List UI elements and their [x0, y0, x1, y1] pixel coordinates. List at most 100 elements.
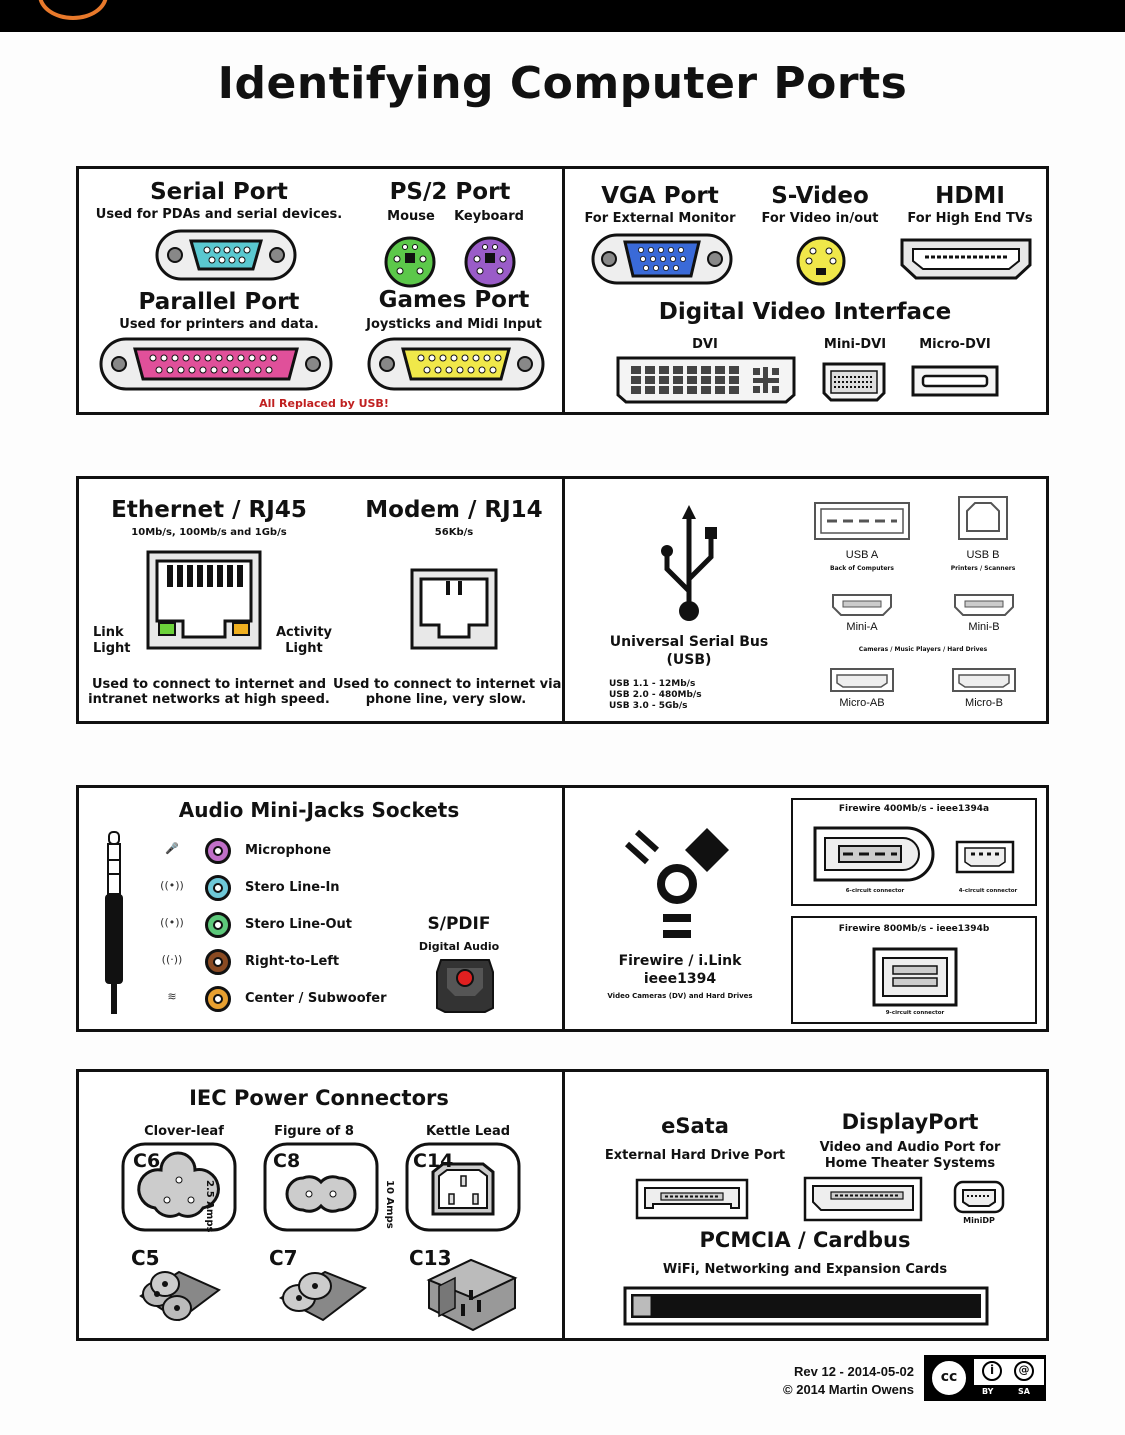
ethernet-desc: Used to connect to internet and intranet… — [88, 677, 330, 707]
video-ports-panel: VGA Port For External Monitor S-Video Fo… — [562, 166, 1049, 415]
amps-25-label: 2.5 Amps — [204, 1180, 215, 1233]
serial-port-title: Serial Port — [150, 179, 288, 205]
ps2-mouse-icon — [384, 236, 436, 288]
cc-by-label: BY — [982, 1387, 994, 1396]
mini-displayport-icon — [953, 1180, 1005, 1214]
c13-plug-icon — [426, 1258, 518, 1332]
line-in-icon: ((•)) — [160, 879, 184, 892]
parallel-port-icon — [99, 337, 333, 391]
nine-circuit-label: 9-circuit connector — [885, 1010, 945, 1016]
subwoofer-icon: ≋ — [167, 990, 177, 1003]
usb-mini-a-label: Mini-A — [846, 621, 878, 633]
storage-display-panel: eSata External Hard Drive Port DisplayPo… — [562, 1069, 1049, 1341]
audio-jack-label: Stero Line-In — [245, 880, 340, 895]
usb-a-sub: Back of Computers — [830, 565, 894, 572]
esata-desc: External Hard Drive Port — [604, 1148, 786, 1163]
displayport-desc: Video and Audio Port for Home Theater Sy… — [819, 1140, 1001, 1171]
firewire-desc: Video Cameras (DV) and Hard Drives — [607, 992, 753, 1000]
usb-logo-icon — [661, 505, 717, 621]
six-circuit-label: 6-circuit connector — [845, 888, 905, 894]
microphone-icon: 🎤 — [165, 842, 179, 855]
usb-a-label: USB A — [845, 549, 879, 561]
firewire-400-box: Firewire 400Mb/s - ieee1394a 6-circuit c… — [791, 798, 1037, 906]
modem-desc: Used to connect to internet via phone li… — [333, 677, 562, 707]
audio-jack-socket — [205, 838, 231, 864]
hdmi-title: HDMI — [935, 183, 1005, 209]
rear-speaker-icon: ((·)) — [161, 953, 183, 966]
amps-10-label: 10 Amps — [384, 1180, 395, 1229]
displayport-title: DisplayPort — [841, 1110, 979, 1134]
usb-micro-ab-label: Micro-AB — [839, 697, 885, 709]
spdif-port-icon — [436, 959, 494, 1013]
games-port-desc: Joysticks and Midi Input — [366, 317, 542, 332]
pcmcia-slot-icon — [623, 1286, 989, 1326]
ps2-keyboard-label: Keyboard — [454, 209, 524, 224]
c8-label: C8 — [273, 1150, 301, 1172]
firewire-400-title: Firewire 400Mb/s - ieee1394a — [838, 804, 990, 814]
pcmcia-desc: WiFi, Networking and Expansion Cards — [662, 1262, 948, 1277]
usb-micro-b-icon — [952, 668, 1016, 692]
audio-jack-socket — [205, 875, 231, 901]
audio-panel: Audio Mini-Jacks Sockets S/PDIF Digital … — [76, 785, 565, 1032]
line-out-icon: ((•)) — [160, 916, 184, 929]
four-circuit-label: 4-circuit connector — [958, 888, 1018, 894]
logo-icon — [38, 0, 108, 20]
svideo-desc: For Video in/out — [761, 211, 879, 226]
vga-port-icon — [591, 233, 733, 285]
cc-by-icon: i — [982, 1361, 1002, 1381]
c14-socket-icon — [405, 1142, 521, 1232]
c6-label: C6 — [133, 1150, 161, 1172]
firewire-6pin-icon — [813, 826, 935, 882]
usb-b-sub: Printers / Scanners — [950, 565, 1016, 572]
audio-jack-socket — [205, 986, 231, 1012]
c13-label: C13 — [409, 1246, 452, 1270]
mini-displayport-label: MiniDP — [963, 1216, 995, 1225]
ethernet-speed: 10Mb/s, 100Mb/s and 1Gb/s — [131, 527, 287, 538]
audio-jack-label: Stero Line-Out — [245, 917, 352, 932]
page-title: Identifying Computer Ports — [217, 58, 908, 109]
usb-a-port-icon — [814, 502, 910, 540]
clover-leaf-label: Clover-leaf — [144, 1124, 224, 1139]
c5-label: C5 — [131, 1246, 160, 1270]
usb-micro-ab-icon — [830, 668, 894, 692]
usb-speed-1: USB 1.1 - 12Mb/s — [609, 679, 696, 689]
usb-speed-3: USB 3.0 - 5Gb/s — [609, 701, 688, 711]
cc-sa-label: SA — [1018, 1387, 1030, 1396]
usb-mini-b-icon — [954, 594, 1014, 616]
serial-port-desc: Used for PDAs and serial devices. — [95, 207, 343, 222]
firewire-9pin-icon — [872, 947, 958, 1007]
firewire-800-title: Firewire 800Mb/s - ieee1394b — [838, 924, 990, 934]
games-port-icon — [367, 337, 545, 391]
ps2-mouse-label: Mouse — [387, 209, 435, 224]
cc-by-sa-icons: i @ — [974, 1359, 1044, 1385]
audio-jack-label: Center / Subwoofer — [245, 991, 387, 1006]
kettle-lead-label: Kettle Lead — [425, 1124, 511, 1139]
audio-jack-label: Microphone — [245, 843, 332, 858]
parallel-port-desc: Used for printers and data. — [119, 317, 319, 332]
parallel-port-title: Parallel Port — [138, 289, 300, 315]
c8-socket-icon — [263, 1142, 379, 1232]
c5-plug-icon — [139, 1270, 221, 1322]
audio-title: Audio Mini-Jacks Sockets — [178, 798, 460, 822]
cc-icon: cc — [930, 1359, 968, 1397]
revision-label: Rev 12 - 2014-05-02 — [794, 1364, 914, 1379]
usb-micro-b-label: Micro-B — [965, 697, 1003, 709]
modem-port-icon — [410, 568, 498, 650]
audio-plug-icon — [105, 831, 123, 1014]
ps2-keyboard-icon — [464, 236, 516, 288]
serial-port-icon — [155, 229, 297, 281]
audio-jack-label: Right-to-Left — [245, 954, 340, 969]
ethernet-title: Ethernet / RJ45 — [111, 497, 307, 523]
vga-port-desc: For External Monitor — [584, 211, 736, 226]
usb-mini-sub: Cameras / Music Players / Hard Drives — [858, 646, 988, 653]
esata-title: eSata — [661, 1114, 729, 1138]
spdif-title: S/PDIF — [427, 914, 491, 934]
firewire-logo-icon — [624, 828, 729, 938]
games-port-title: Games Port — [378, 287, 530, 313]
modem-title: Modem / RJ14 — [365, 497, 543, 523]
firewire-title: Firewire / i.Link ieee1394 — [618, 953, 742, 987]
micro-dvi-label: Micro-DVI — [919, 337, 991, 352]
esata-port-icon — [635, 1178, 749, 1220]
c6-socket-icon — [121, 1142, 237, 1232]
firewire-800-box: Firewire 800Mb/s - ieee1394b 9-circuit c… — [791, 916, 1037, 1024]
